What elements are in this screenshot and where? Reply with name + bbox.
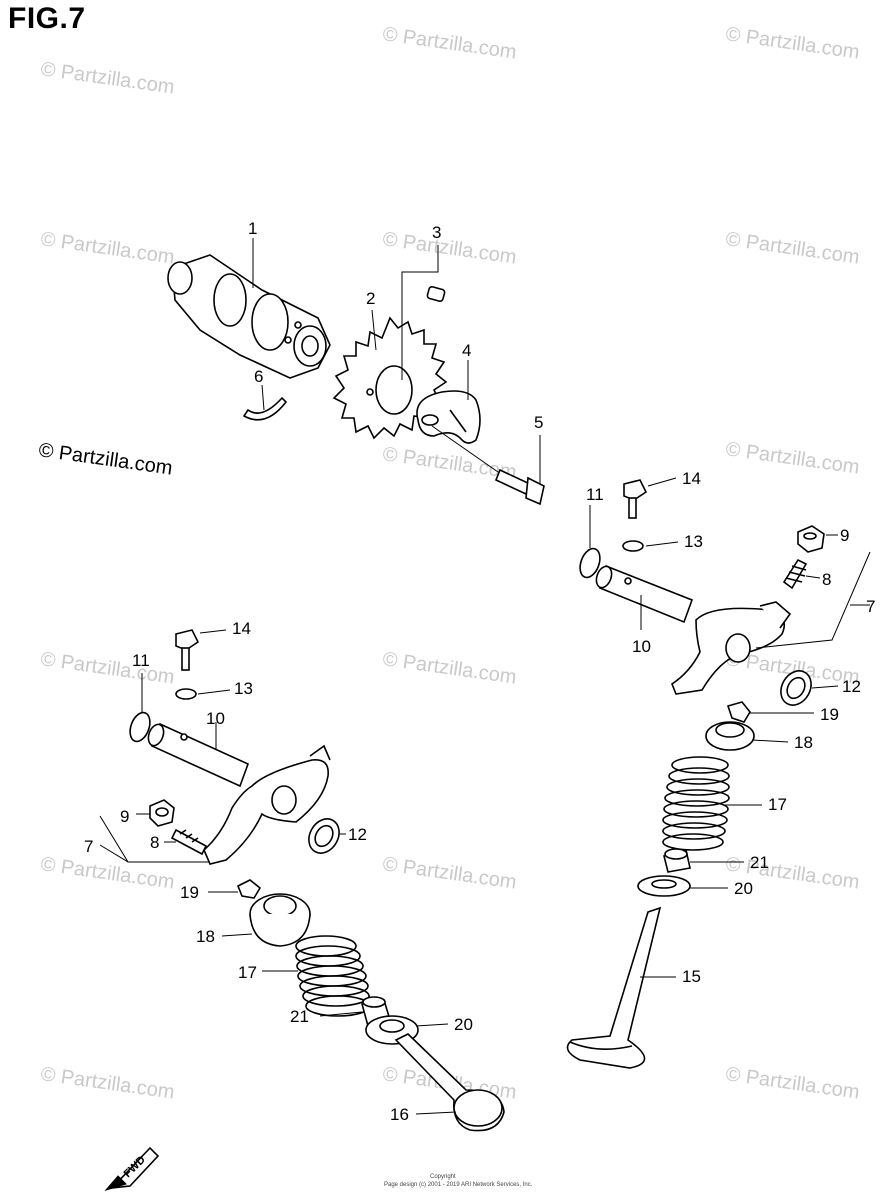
- watermark-text: © Partzilla.com: [724, 228, 861, 269]
- retainer-clip-part[interactable]: [242, 396, 288, 421]
- nut-9-left-part[interactable]: [149, 799, 175, 827]
- callout-18: 18: [794, 733, 813, 752]
- callout-14: 14: [682, 469, 701, 488]
- watermark-text: © Partzilla.com: [724, 23, 861, 64]
- callout-17: 17: [768, 795, 787, 814]
- bolt-14-right-part[interactable]: [623, 479, 648, 519]
- callout-11: 11: [132, 651, 150, 670]
- forward-arrow-icon: FWD: [104, 1146, 160, 1191]
- spring-17-right-part[interactable]: [662, 756, 730, 851]
- watermark-text: © Partzilla.com: [381, 228, 518, 269]
- bolt-14-left-part[interactable]: [175, 629, 200, 671]
- o-ring-11-right-part[interactable]: [576, 546, 603, 580]
- watermark-text: © Partzilla.com: [39, 1063, 176, 1104]
- sprocket-plate-part[interactable]: [416, 390, 481, 444]
- camshaft-part[interactable]: [167, 254, 331, 379]
- callout-17: 17: [238, 963, 257, 982]
- callout-20: 20: [734, 879, 753, 898]
- spring-17-left-part[interactable]: [295, 935, 371, 1017]
- valve-16-part[interactable]: [394, 1033, 505, 1132]
- watermark-text: © Partzilla.com: [381, 23, 518, 64]
- callout-15: 15: [682, 967, 701, 986]
- callout-10: 10: [632, 637, 651, 656]
- callout-12: 12: [842, 677, 861, 696]
- callout-labels: 1 2 3 4 5 6 11 14 13 9 8 7 10 12 19 18 1…: [84, 219, 875, 1124]
- callout-9: 9: [840, 526, 849, 545]
- seal-21-right-part[interactable]: [663, 848, 691, 873]
- callout-21: 21: [750, 853, 769, 872]
- callout-4: 4: [462, 341, 471, 360]
- callout-6: 6: [254, 367, 263, 386]
- nut-9-right-part[interactable]: [797, 525, 825, 553]
- watermark-text: © Partzilla.com: [39, 58, 176, 99]
- valve-15-part[interactable]: [566, 906, 662, 1069]
- adjust-screw-8-left-part[interactable]: [170, 828, 208, 856]
- callout-19: 19: [180, 883, 199, 902]
- watermark-text: © Partzilla.com: [39, 228, 176, 269]
- callout-21: 21: [290, 1007, 309, 1026]
- figure-title: FIG.7: [8, 2, 86, 35]
- callout-8: 8: [150, 833, 159, 852]
- seat-20-right-part[interactable]: [637, 875, 691, 897]
- callout-16: 16: [390, 1105, 409, 1124]
- adjust-screw-8-right-part[interactable]: [782, 558, 808, 590]
- watermark-text: © Partzilla.com: [37, 439, 174, 480]
- cotter-19-left-part[interactable]: [236, 879, 262, 899]
- copyright-line2: Page design (c) 2001 - 2019 ARI Network …: [384, 1182, 533, 1188]
- o-ring-11-left-part[interactable]: [126, 710, 153, 744]
- callout-8: 8: [822, 570, 831, 589]
- retainer-18-left-part[interactable]: [249, 893, 311, 947]
- callout-13: 13: [234, 679, 253, 698]
- watermark-text: © Partzilla.com: [724, 1063, 861, 1104]
- callout-18: 18: [196, 927, 215, 946]
- dowel-pin-part[interactable]: [426, 286, 446, 302]
- washer-12-left-part[interactable]: [303, 813, 345, 858]
- rocker-shaft-10-left-part[interactable]: [146, 722, 250, 788]
- callout-7: 7: [84, 837, 93, 856]
- watermark-text: © Partzilla.com: [381, 648, 518, 689]
- callout-11: 11: [586, 485, 604, 504]
- washer-13-right-part[interactable]: [622, 540, 644, 552]
- rocker-arm-7-left-part[interactable]: [203, 744, 331, 865]
- callout-9: 9: [120, 807, 129, 826]
- callout-3: 3: [432, 223, 441, 242]
- callout-5: 5: [534, 413, 543, 432]
- washer-12-right-part[interactable]: [775, 665, 817, 710]
- rocker-shaft-10-right-part[interactable]: [594, 564, 694, 624]
- washer-13-left-part[interactable]: [175, 688, 197, 700]
- rocker-arm-7-right-part[interactable]: [671, 601, 792, 695]
- copyright-line1: Copyright: [430, 1174, 456, 1180]
- callout-14: 14: [232, 619, 251, 638]
- cotter-19-right-part[interactable]: [726, 701, 751, 723]
- callout-19: 19: [820, 705, 839, 724]
- watermark-text: © Partzilla.com: [39, 648, 176, 689]
- watermark-text: © Partzilla.com: [39, 853, 176, 894]
- retainer-18-right-part[interactable]: [705, 721, 755, 751]
- callout-13: 13: [684, 532, 703, 551]
- callout-12: 12: [348, 825, 367, 844]
- callout-10: 10: [206, 709, 225, 728]
- sprocket-bolt-part[interactable]: [494, 468, 545, 506]
- watermarks: © Partzilla.com © Partzilla.com © Partzi…: [37, 23, 861, 1104]
- callout-20: 20: [454, 1015, 473, 1034]
- watermark-text: © Partzilla.com: [381, 853, 518, 894]
- callout-1: 1: [248, 219, 257, 238]
- watermark-text: © Partzilla.com: [724, 438, 861, 479]
- callout-7: 7: [866, 597, 875, 616]
- callout-2: 2: [366, 289, 375, 308]
